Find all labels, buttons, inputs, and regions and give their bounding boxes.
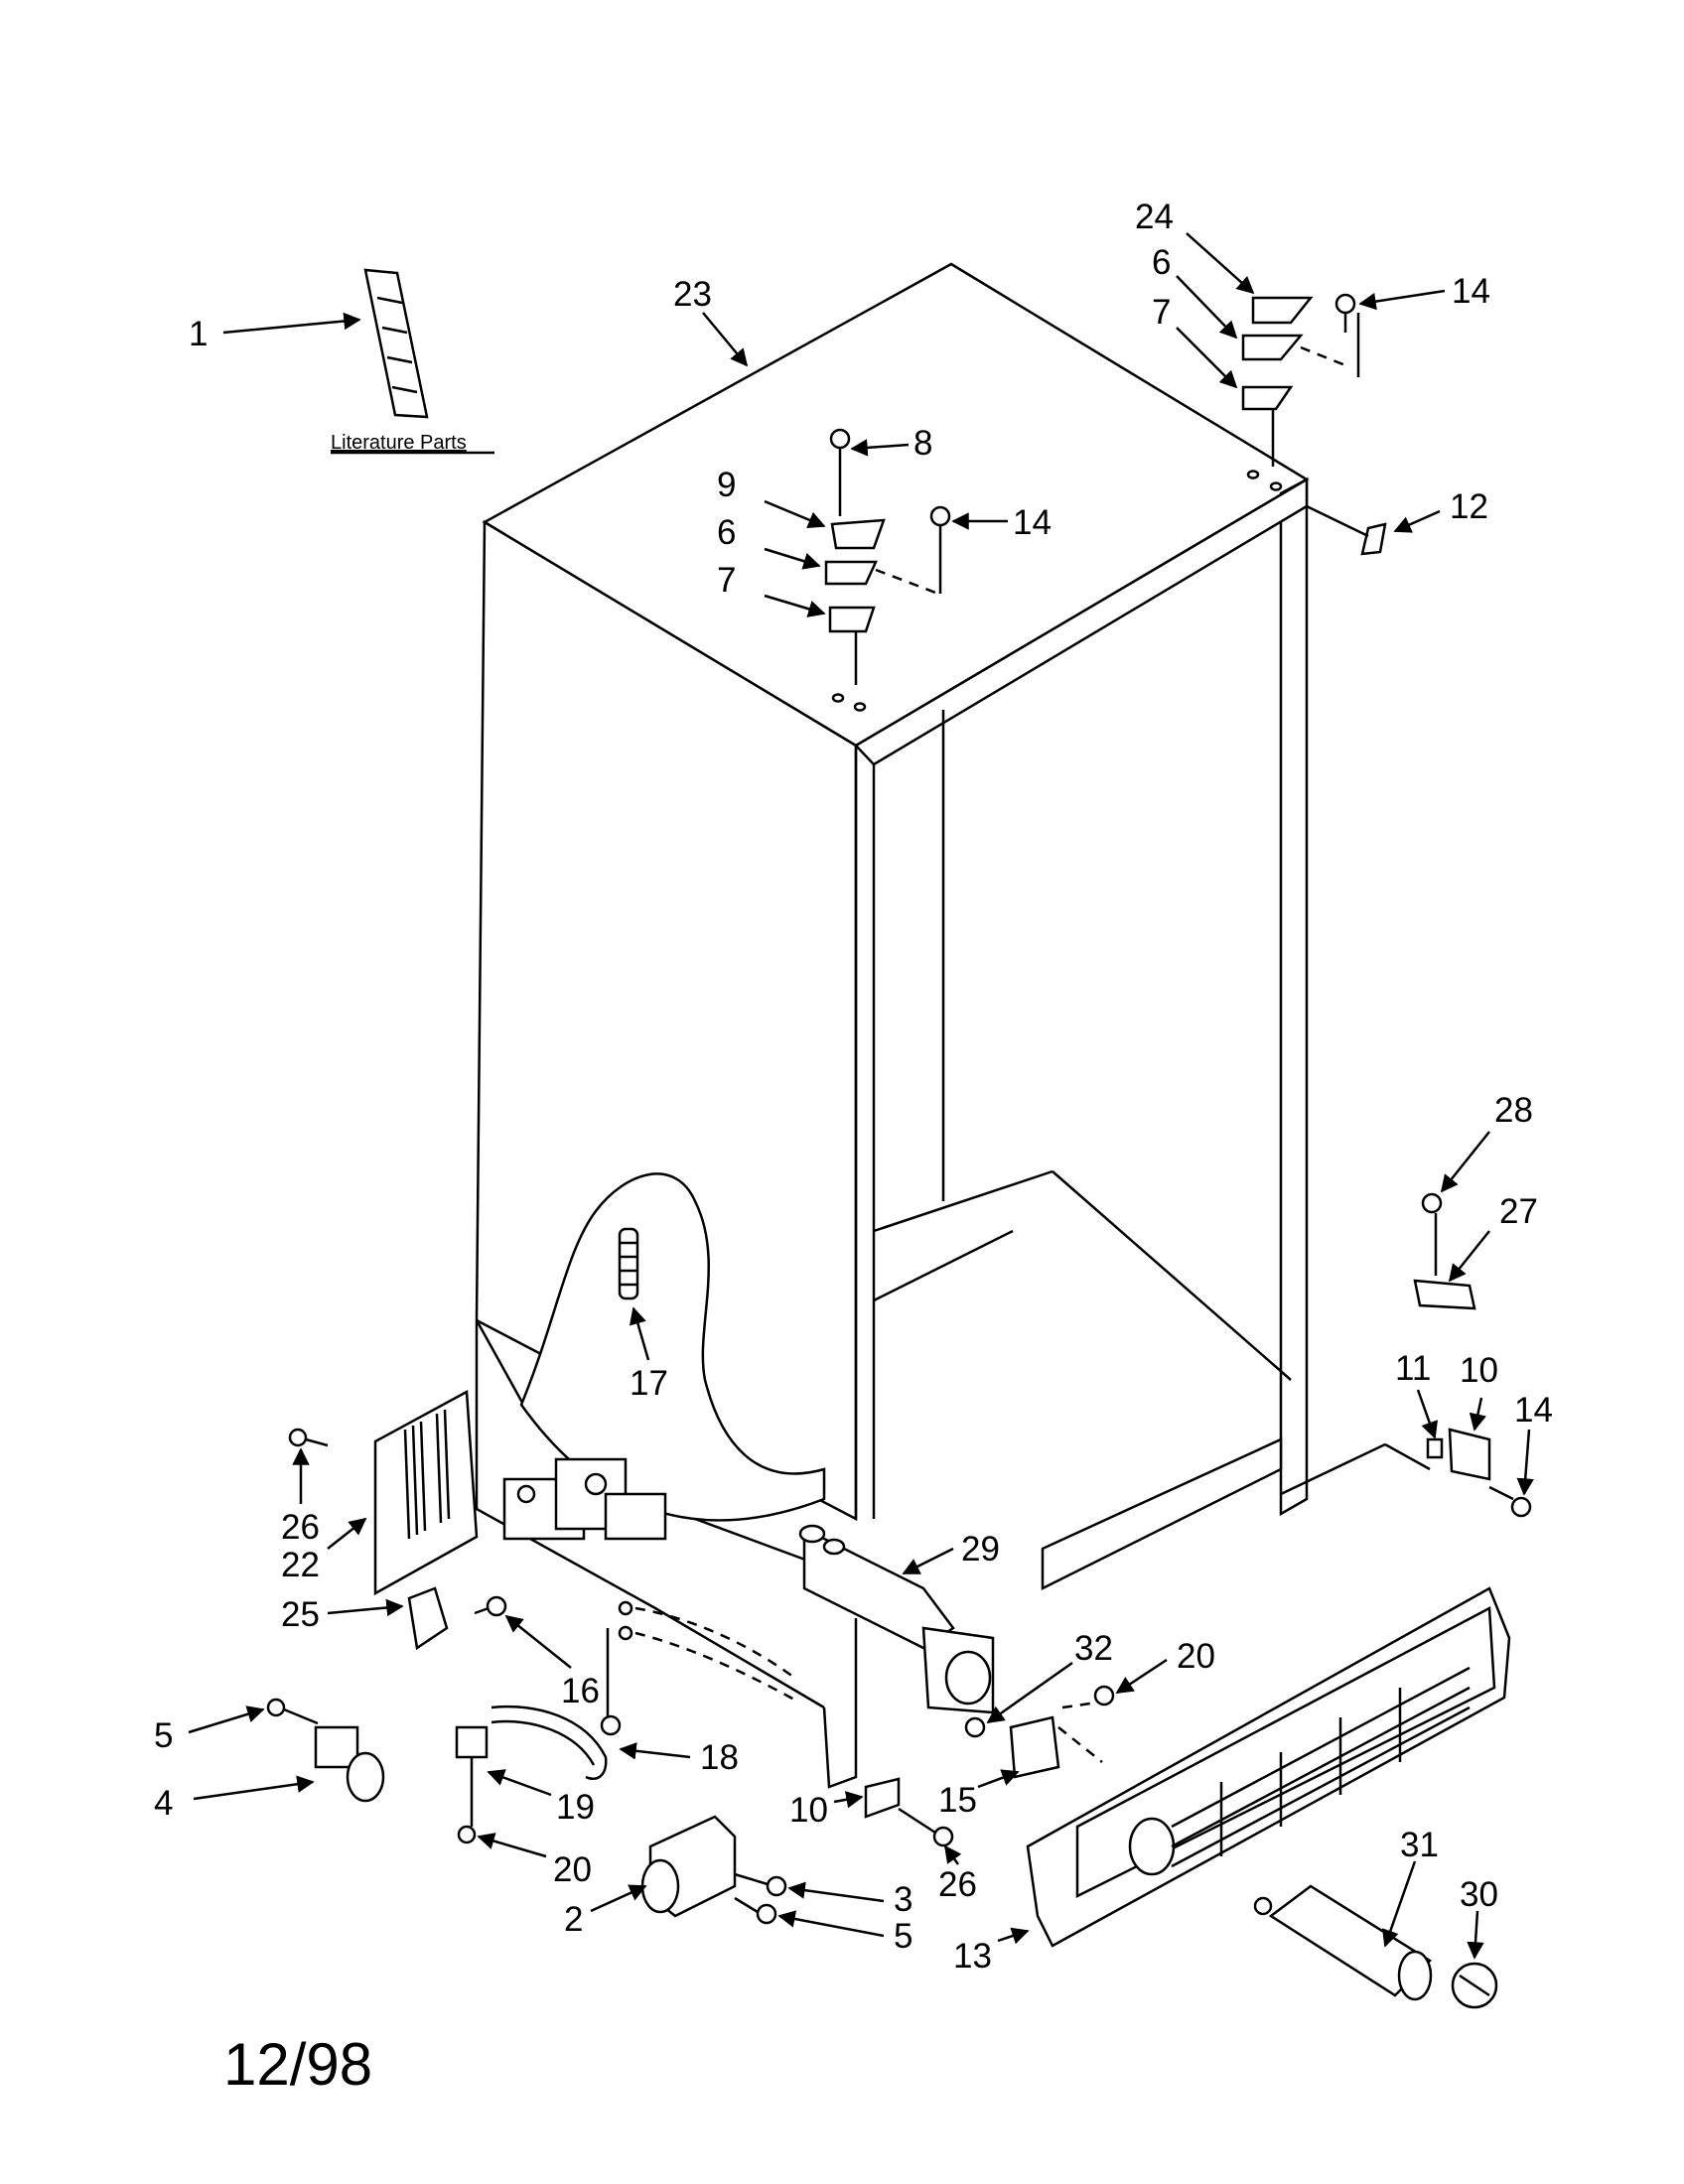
clip-part-25 [407, 1586, 507, 1651]
callout-20: 20 [553, 1850, 592, 1889]
callout-26: 26 [281, 1508, 320, 1547]
callout-19: 19 [556, 1788, 595, 1827]
callout-27: 27 [1499, 1192, 1538, 1231]
cabinet [475, 262, 1431, 1789]
bracket-part-27 [1413, 1192, 1476, 1310]
bracket-part-10-lower [864, 1777, 954, 1847]
rear-roller-4 [266, 1698, 385, 1803]
bracket-part-10-right [1426, 1428, 1532, 1518]
literature-parts-booklet [363, 268, 429, 419]
water-tube-18 [455, 1628, 622, 1844]
callout-4: 4 [154, 1784, 173, 1823]
callout-24: 24 [1135, 198, 1174, 236]
literature-parts-label: Literature Parts [331, 432, 467, 454]
callout-11: 11 [1395, 1349, 1431, 1388]
callout-32: 32 [1074, 1629, 1113, 1668]
callout-2: 2 [564, 1900, 583, 1939]
callout-30: 30 [1460, 1875, 1498, 1914]
cutaway-region [502, 1172, 826, 1541]
spring-part [618, 1227, 639, 1300]
date-code: 12/98 [223, 2031, 372, 2098]
callout-10: 10 [789, 1791, 828, 1830]
callout-5: 5 [154, 1716, 173, 1755]
callout-29: 29 [961, 1530, 1000, 1569]
front-roller-2 [640, 1815, 787, 1925]
callout-26: 26 [938, 1865, 977, 1904]
callout-7: 7 [717, 561, 736, 600]
filter-housing-29 [798, 1524, 995, 1714]
callout-10: 10 [1460, 1351, 1498, 1390]
callout-labels: 1 23 24 6 7 14 8 9 6 7 14 12 28 27 11 10… [154, 198, 1553, 1976]
filter-cap-30 [1451, 1962, 1498, 2009]
toe-grille-13 [1026, 1586, 1511, 1948]
callout-3: 3 [894, 1880, 912, 1919]
callout-25: 25 [281, 1595, 320, 1634]
leader-lines [188, 232, 1534, 1960]
callout-1: 1 [189, 315, 208, 353]
callout-9: 9 [717, 466, 736, 504]
callout-6: 6 [1152, 243, 1171, 282]
callout-20: 20 [1177, 1637, 1215, 1676]
callout-23: 23 [673, 275, 712, 314]
callout-31: 31 [1400, 1826, 1439, 1864]
callout-8: 8 [913, 424, 932, 463]
clip-part-15 [964, 1685, 1115, 1779]
callout-5: 5 [894, 1917, 912, 1956]
callout-16: 16 [561, 1672, 600, 1710]
callout-18: 18 [700, 1738, 739, 1777]
callout-7: 7 [1152, 293, 1171, 332]
callout-28: 28 [1494, 1091, 1533, 1130]
callout-12: 12 [1450, 487, 1488, 526]
callout-14: 14 [1013, 503, 1052, 542]
callout-14: 14 [1514, 1391, 1553, 1430]
callout-6: 6 [717, 513, 736, 552]
callout-22: 22 [281, 1546, 320, 1584]
callout-14: 14 [1452, 272, 1490, 311]
callout-17: 17 [630, 1364, 668, 1403]
water-valve-part [502, 1457, 667, 1541]
top-hinge-right [1241, 293, 1360, 467]
callout-15: 15 [938, 1781, 977, 1820]
clip-part-12 [1306, 504, 1387, 556]
rear-panel-22 [288, 1389, 479, 1596]
filter-cartridge-31 [1253, 1884, 1433, 2001]
top-hinge-left [824, 428, 951, 685]
callout-13: 13 [953, 1937, 992, 1976]
